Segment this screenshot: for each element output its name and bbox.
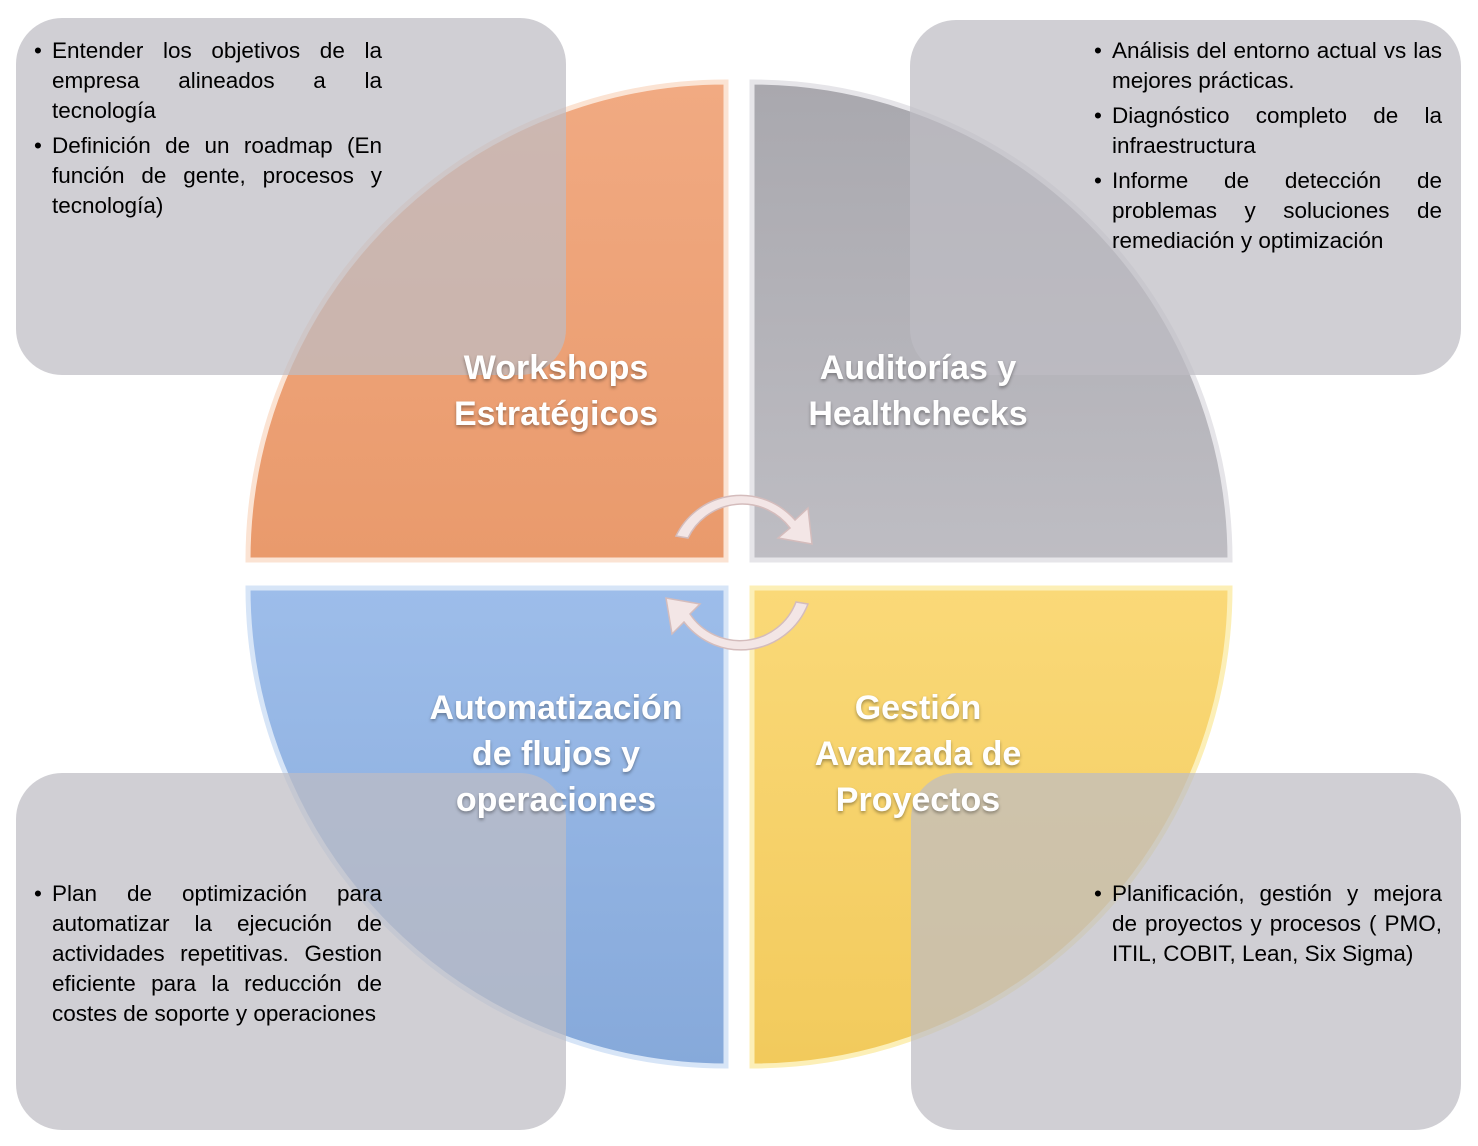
notes-auditorias: Análisis del entorno actual vs las mejor…	[1092, 36, 1442, 261]
cycle-arrow-icon	[674, 494, 813, 545]
list-item: Planificación, gestión y mejora de proye…	[1092, 879, 1442, 969]
quadrant-title-auditorias: Auditorías y Healthchecks	[768, 345, 1068, 437]
list-item: Análisis del entorno actual vs las mejor…	[1092, 36, 1442, 96]
list-item: Diagnóstico completo de la infraestructu…	[1092, 101, 1442, 161]
notes-automatizacion: Plan de optimización para automatizar la…	[32, 879, 382, 1034]
notes-gestion: Planificación, gestión y mejora de proye…	[1092, 879, 1442, 974]
quadrant-title-workshops: Workshops Estratégicos	[406, 345, 706, 437]
title-line: Healthchecks	[808, 395, 1028, 433]
quadrant-title-automatizacion: Automatización de flujos y operaciones	[406, 685, 706, 823]
list-item: Entender los objetivos de la empresa ali…	[32, 36, 382, 126]
title-line: Proyectos	[835, 781, 1001, 819]
title-line: Avanzada de	[814, 735, 1022, 773]
list-item: Definición de un roadmap (En función de …	[32, 131, 382, 221]
title-line: operaciones	[455, 781, 657, 819]
notes-workshops: Entender los objetivos de la empresa ali…	[32, 36, 382, 226]
quadrant-title-gestion: Gestión Avanzada de Proyectos	[768, 685, 1068, 823]
cycle-arrow-icon	[665, 597, 810, 651]
title-line: de flujos y	[471, 735, 641, 773]
title-line: Estratégicos	[453, 395, 659, 433]
title-line: Automatización	[429, 689, 683, 727]
title-line: Gestión	[854, 689, 982, 727]
list-item: Plan de optimización para automatizar la…	[32, 879, 382, 1029]
title-line: Workshops	[463, 349, 649, 387]
title-line: Auditorías y	[819, 349, 1017, 387]
list-item: Informe de detección de problemas y solu…	[1092, 166, 1442, 256]
